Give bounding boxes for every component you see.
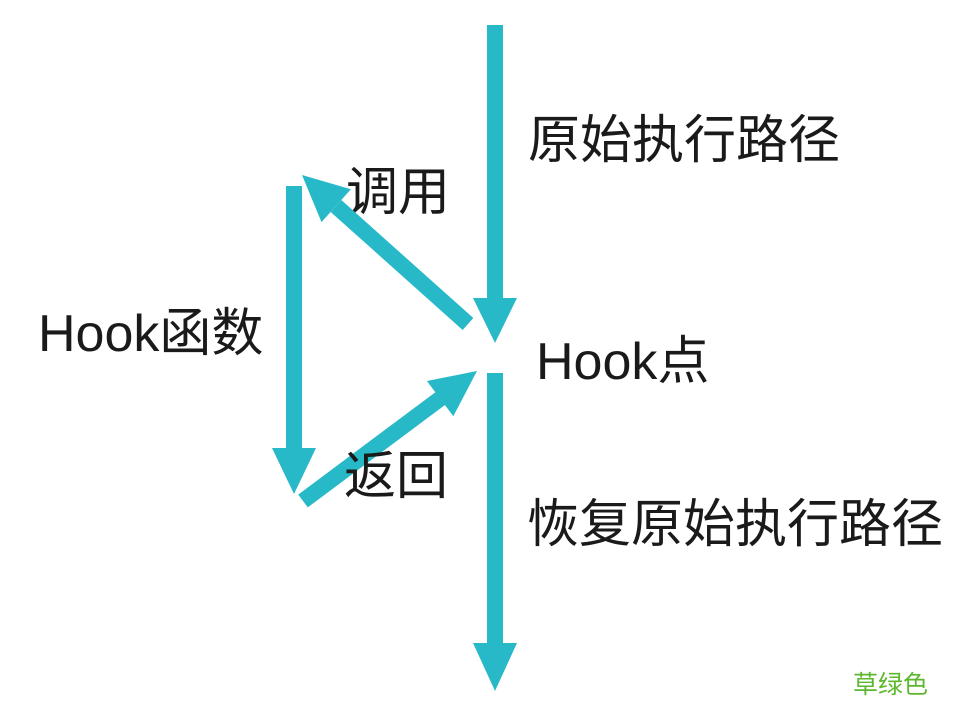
arrow-original-execution-down <box>473 25 517 343</box>
arrow-call-shaft <box>330 200 474 330</box>
arrow-hook-function-execution <box>272 186 316 494</box>
label-call: 调用 <box>346 164 451 222</box>
arrow-hook-function-head-icon <box>272 448 316 494</box>
arrow-call-to-hook-function <box>302 175 474 330</box>
label-return: 返回 <box>344 448 449 506</box>
arrow-return-to-hook-point <box>298 371 477 508</box>
arrow-call-head-icon <box>302 175 351 223</box>
arrow-original-head-icon <box>473 298 517 343</box>
arrow-restore-execution-down <box>473 373 517 691</box>
label-original-execution-path: 原始执行路径 <box>528 112 841 170</box>
label-hook-function: Hook函数 <box>38 305 264 363</box>
label-restore-original-execution-path: 恢复原始执行路径 <box>527 496 944 554</box>
color-note-text: 草绿色 <box>853 671 929 699</box>
arrow-return-head-icon <box>426 371 477 417</box>
arrow-restore-head-icon <box>473 643 517 691</box>
arrow-return-shaft <box>298 391 446 508</box>
label-hook-point: Hook点 <box>536 333 710 391</box>
